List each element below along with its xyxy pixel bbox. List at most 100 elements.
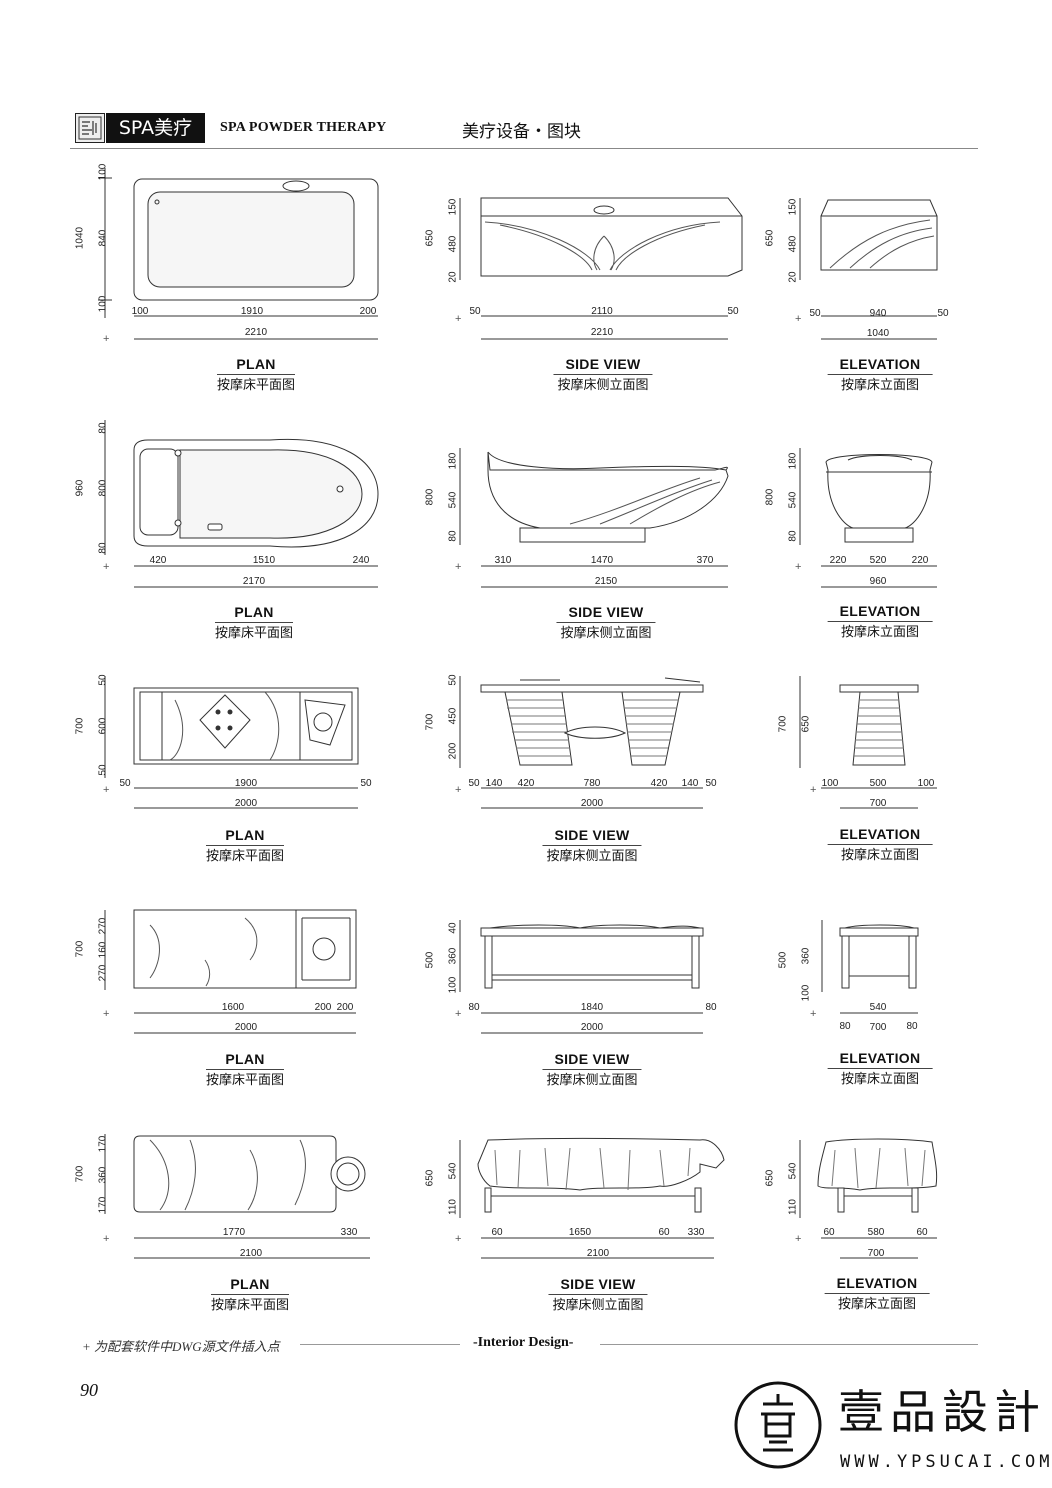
dim: 780 xyxy=(583,778,601,789)
svg-text:+: + xyxy=(103,1008,109,1020)
dim: 50 xyxy=(469,306,481,317)
dim: 310 xyxy=(494,555,512,566)
header-title-cn: 美疗设备・图块 xyxy=(462,122,581,142)
dim: 60 xyxy=(916,1227,928,1238)
row1-elevation-caption: ELEVATION 按摩床立面图 xyxy=(827,356,933,395)
dim: 420 xyxy=(650,778,668,789)
caption-cn: 按摩床平面图 xyxy=(216,378,296,393)
caption-cn: 按摩床平面图 xyxy=(205,1073,285,1088)
dim: 2170 xyxy=(242,576,266,587)
caption-cn: 按摩床侧立面图 xyxy=(552,1298,644,1313)
caption-en: PLAN xyxy=(205,1051,285,1070)
dim: 50 xyxy=(119,778,131,789)
dim: 2210 xyxy=(244,327,268,338)
dim: 1650 xyxy=(568,1227,592,1238)
dim: 2150 xyxy=(594,576,618,587)
dim: 1600 xyxy=(221,1002,245,1013)
dim: 50 xyxy=(937,308,949,319)
row3-elevation-caption: ELEVATION 按摩床立面图 xyxy=(827,826,933,865)
dim: 240 xyxy=(352,555,370,566)
caption-cn: 按摩床侧立面图 xyxy=(557,378,649,393)
dim: 220 xyxy=(829,555,847,566)
svg-text:+: + xyxy=(103,333,109,345)
dim: 200 xyxy=(314,1002,332,1013)
dim: 140 xyxy=(681,778,699,789)
row4-plan-caption: PLAN 按摩床平面图 xyxy=(205,1051,285,1090)
caption-cn: 按摩床立面图 xyxy=(840,625,919,640)
caption-en: ELEVATION xyxy=(827,1050,933,1069)
row5-side-caption: SIDE VIEW 按摩床侧立面图 xyxy=(548,1276,648,1315)
plus-icon: + xyxy=(82,1339,95,1354)
dim: 100 xyxy=(917,778,935,789)
dim: 1470 xyxy=(590,555,614,566)
dim: 60 xyxy=(491,1227,503,1238)
dim: 1510 xyxy=(252,555,276,566)
dim: 1840 xyxy=(580,1002,604,1013)
caption-cn: 按摩床立面图 xyxy=(840,848,919,863)
footer-interior-design: -Interior Design- xyxy=(473,1335,574,1350)
dim: 1900 xyxy=(234,778,258,789)
dim: 650 xyxy=(764,1169,776,1187)
svg-text:+: + xyxy=(103,561,109,573)
brand-logo-icon xyxy=(733,1380,823,1470)
dim: 200 xyxy=(359,306,377,317)
svg-text:+: + xyxy=(795,313,801,325)
dim: 100 xyxy=(821,778,839,789)
caption-en: ELEVATION xyxy=(824,1275,930,1294)
svg-text:+: + xyxy=(103,1233,109,1245)
caption-cn: 按摩床平面图 xyxy=(210,1298,290,1313)
dim: 500 xyxy=(869,778,887,789)
header-section-tag: SPA美疗 xyxy=(106,113,205,143)
dim: 580 xyxy=(867,1227,885,1238)
dim: 960 xyxy=(869,576,887,587)
header-divider xyxy=(70,148,978,149)
dim: 2000 xyxy=(234,798,258,809)
dim: 100 xyxy=(131,306,149,317)
caption-en: ELEVATION xyxy=(827,603,933,622)
caption-cn: 按摩床平面图 xyxy=(205,849,285,864)
dim: 420 xyxy=(517,778,535,789)
dim: 2100 xyxy=(586,1248,610,1259)
dim: 2110 xyxy=(591,306,613,317)
caption-cn: 按摩床立面图 xyxy=(840,1072,919,1087)
caption-en: SIDE VIEW xyxy=(542,1051,642,1070)
footer-divider-right xyxy=(600,1344,978,1345)
dim: 2000 xyxy=(580,798,604,809)
svg-text:+: + xyxy=(455,1233,461,1245)
dim: 60 xyxy=(658,1227,670,1238)
caption-en: SIDE VIEW xyxy=(548,1276,648,1295)
dim: 1910 xyxy=(240,306,264,317)
dim: 50 xyxy=(809,308,821,319)
row5-elevation-caption: ELEVATION 按摩床立面图 xyxy=(824,1275,930,1314)
svg-text:+: + xyxy=(810,1008,816,1020)
page-number: 90 xyxy=(80,1380,98,1400)
dim: 420 xyxy=(149,555,167,566)
header-title-en: SPA POWDER THERAPY xyxy=(220,120,387,135)
dim: 330 xyxy=(340,1227,358,1238)
caption-cn: 按摩床侧立面图 xyxy=(546,1073,638,1088)
dim: 2100 xyxy=(239,1248,263,1259)
dim: 540 xyxy=(787,1162,799,1180)
dim: 200 xyxy=(336,1002,354,1013)
dim: 370 xyxy=(696,555,714,566)
brand-name: 壹品設計 xyxy=(838,1385,1046,1439)
dim: 540 xyxy=(869,1002,887,1013)
caption-en: ELEVATION xyxy=(827,826,933,845)
caption-cn: 按摩床平面图 xyxy=(214,626,294,641)
dim: 60 xyxy=(823,1227,835,1238)
caption-en: PLAN xyxy=(205,827,285,846)
footer-divider-left xyxy=(300,1344,460,1345)
caption-en: SIDE VIEW xyxy=(553,356,653,375)
svg-text:+: + xyxy=(455,1008,461,1020)
caption-cn: 按摩床侧立面图 xyxy=(560,626,652,641)
dim: 220 xyxy=(911,555,929,566)
caption-en: SIDE VIEW xyxy=(556,604,656,623)
caption-en: PLAN xyxy=(214,604,294,623)
svg-text:+: + xyxy=(455,784,461,796)
svg-text:+: + xyxy=(455,561,461,573)
footer-insert-point-note: + 为配套软件中DWG源文件插入点 xyxy=(82,1339,280,1354)
row2-plan-caption: PLAN 按摩床平面图 xyxy=(214,604,294,643)
dim: 80 xyxy=(839,1021,851,1032)
caption-en: SIDE VIEW xyxy=(542,827,642,846)
dim: 80 xyxy=(906,1021,918,1032)
